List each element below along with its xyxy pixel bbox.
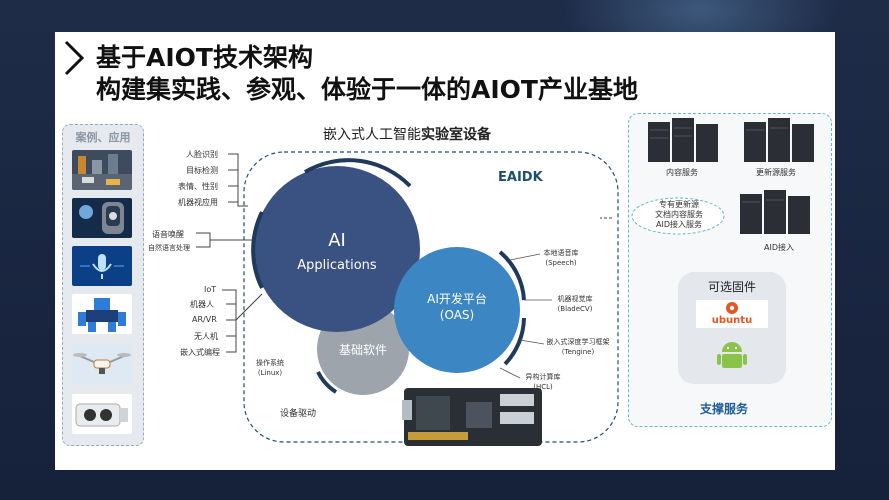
library-speech: 本地语音库 (Speech) xyxy=(536,248,586,268)
app-label-wakeup: 语音唤醒 xyxy=(152,230,184,239)
driver-label: 设备驱动 xyxy=(280,409,317,419)
app-label-nlp: 自然语言处理 xyxy=(148,244,190,252)
server-rack-group xyxy=(648,118,814,234)
library-hcl-line1: 异构计算库 xyxy=(525,373,561,381)
face-scan-icon[interactable] xyxy=(72,198,132,238)
page-title: 基于AIOT技术架构 xyxy=(96,43,313,72)
traffic-scene-icon[interactable] xyxy=(72,150,132,190)
microphone-icon[interactable] xyxy=(72,246,132,286)
app-label-robot: 机器人 xyxy=(190,300,214,309)
server-update-label: 更新源服务 xyxy=(756,168,796,177)
cloud-bubble-icon xyxy=(631,197,725,235)
app-label-vision: 机器视应用 xyxy=(178,198,218,207)
base-circle-label: 基础软件 xyxy=(338,343,387,357)
server-aid-label: AID接入 xyxy=(764,243,794,252)
os-label: 操作系统 (Linux) xyxy=(250,358,290,378)
ai-circle-line1: AI xyxy=(328,230,346,251)
os-label-line2: (Linux) xyxy=(257,369,283,377)
bubble-line-1: 专有更新源 xyxy=(659,200,699,209)
bubble-line-2: 文档内容服务 xyxy=(655,210,703,219)
server-content-label: 内容服务 xyxy=(666,168,698,177)
firmware-card: 可选固件 ubuntu xyxy=(678,272,786,384)
server-aid-icon xyxy=(740,190,810,234)
os-label-line1: 操作系统 xyxy=(256,359,284,367)
android-icon[interactable] xyxy=(714,338,750,374)
ubuntu-icon xyxy=(726,302,738,314)
oas-arc xyxy=(498,250,526,301)
app-label-iot: IoT xyxy=(204,285,217,294)
ai-applications-circle xyxy=(254,166,420,332)
library-connectors xyxy=(499,253,552,379)
eaidk-board xyxy=(402,388,542,446)
lab-equipment-title-prefix: 嵌入式人工智能 xyxy=(323,127,421,143)
camera-icon[interactable] xyxy=(72,394,132,434)
app-label-face: 人脸识别 xyxy=(186,150,218,159)
library-speech-line2: (Speech) xyxy=(545,259,577,267)
library-vision: 机器视觉库 (BladeCV) xyxy=(550,294,600,314)
cases-panel-title: 案例、应用 xyxy=(75,131,131,144)
library-vision-line1: 机器视觉库 xyxy=(557,295,593,303)
ubuntu-logo[interactable]: ubuntu xyxy=(696,300,768,328)
lab-equipment-title-bold: 实验室设备 xyxy=(421,127,491,143)
library-hcl: 异构计算库 (HCL) xyxy=(518,372,568,392)
app-label-embedded: 嵌入式编程 xyxy=(180,348,220,357)
lab-equipment-title: 嵌入式人工智能实验室设备 xyxy=(323,124,491,144)
connector-lines xyxy=(196,153,612,353)
library-tengine: 嵌入式深度学习框架 (Tengine) xyxy=(540,337,616,357)
server-update-icon xyxy=(744,118,814,162)
eaidk-boundary xyxy=(243,151,619,443)
eaidk-label: EAIDK xyxy=(498,170,543,185)
support-label: 支撑服务 xyxy=(700,402,749,416)
bubble-line-3: AID接入服务 xyxy=(656,220,702,229)
firmware-title: 可选固件 xyxy=(707,280,756,294)
ai-circle-line2: Applications xyxy=(297,258,377,273)
ubuntu-text: ubuntu xyxy=(711,315,753,326)
page-subtitle: 构建集实践、参观、体验于一体的AIOT产业基地 xyxy=(96,75,638,104)
app-label-drone: 无人机 xyxy=(194,332,218,341)
library-vision-line2: (BladeCV) xyxy=(557,305,593,313)
library-tengine-line2: (Tengine) xyxy=(561,348,595,356)
library-hcl-line2: (HCL) xyxy=(533,383,553,391)
ai-platform-circle xyxy=(394,247,520,373)
oas-circle-line2: (OAS) xyxy=(439,308,475,322)
library-tengine-line1: 嵌入式深度学习框架 xyxy=(546,338,610,346)
oas-circle-line1: AI开发平台 xyxy=(427,292,487,306)
app-label-detection: 目标检测 xyxy=(186,166,218,175)
ai-arc xyxy=(303,158,412,188)
app-label-expression: 表情、性别 xyxy=(178,182,218,191)
robot-icon[interactable] xyxy=(72,294,132,334)
app-label-arvr: AR/VR xyxy=(192,315,217,324)
library-speech-line1: 本地语音库 xyxy=(543,249,579,257)
drone-icon[interactable] xyxy=(72,344,132,384)
server-content-icon xyxy=(648,118,718,162)
chevron-right-icon xyxy=(64,40,85,76)
